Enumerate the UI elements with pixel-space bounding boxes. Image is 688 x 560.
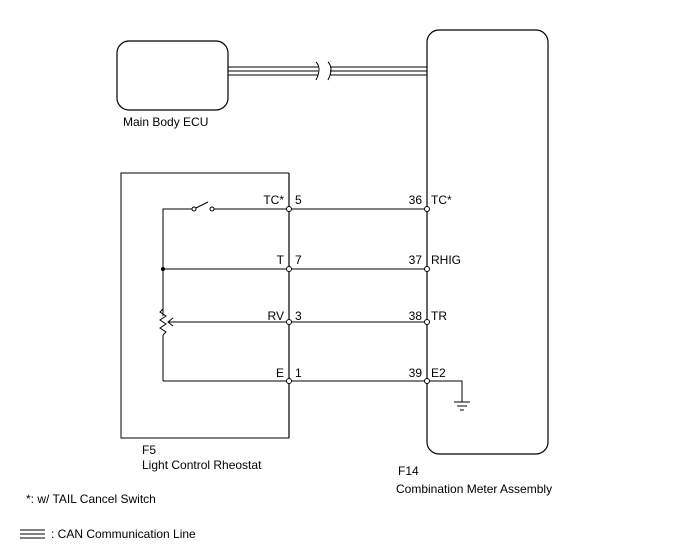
pin-number: 36 — [409, 193, 423, 207]
pin-number: 1 — [295, 366, 302, 380]
pin-terminal — [424, 206, 430, 212]
pin-number: 7 — [295, 253, 302, 267]
can-line-legend-icon — [20, 529, 45, 539]
pin-terminal — [424, 319, 430, 325]
pin-terminal — [286, 319, 292, 325]
pin-terminal — [286, 206, 292, 212]
legend-label: : CAN Communication Line — [51, 527, 196, 541]
harness-wires — [291, 208, 425, 382]
light-control-rheostat: F5 Light Control Rheostat — [120, 172, 290, 472]
pin-name: RV — [268, 309, 284, 323]
meter-connector-label: F14 — [398, 464, 419, 478]
pin-terminal — [286, 266, 292, 272]
pin-name: T — [277, 253, 285, 267]
pin-name: E2 — [431, 366, 446, 380]
rheostat-label: Light Control Rheostat — [142, 458, 262, 472]
pin-name: TR — [431, 309, 447, 323]
pin-number: 37 — [409, 253, 423, 267]
meter-label: Combination Meter Assembly — [396, 482, 552, 496]
switch-contact-right — [209, 206, 215, 212]
pin-name: E — [276, 366, 284, 380]
footnote: *: w/ TAIL Cancel Switch — [26, 492, 156, 506]
combination-meter: F14 Combination Meter Assembly — [396, 29, 552, 496]
resistor-icon — [159, 308, 167, 336]
pin-number: 38 — [409, 309, 423, 323]
switch-contact-left — [191, 206, 197, 212]
switch-blade — [195, 201, 209, 209]
pin-name: RHIG — [431, 253, 461, 267]
junction-dot — [161, 267, 165, 271]
pin-name: TC* — [431, 193, 452, 207]
pin-number: 39 — [409, 366, 423, 380]
legend: : CAN Communication Line — [20, 527, 196, 541]
pin-number: 5 — [295, 193, 302, 207]
pin-terminal — [424, 378, 430, 384]
wiper-arrow-icon — [167, 317, 174, 327]
ground-icon — [429, 380, 470, 411]
pin-terminal — [286, 378, 292, 384]
rheostat-connector-label: F5 — [142, 443, 156, 457]
pin-name: TC* — [263, 193, 284, 207]
rheostat-pins: TC* 5 T 7 RV 3 E 1 — [263, 193, 302, 384]
rheostat-internal-circuit — [159, 201, 287, 382]
can-line — [228, 61, 427, 81]
main-body-ecu: Main Body ECU — [116, 40, 229, 129]
pin-terminal — [424, 266, 430, 272]
main-body-ecu-label: Main Body ECU — [123, 115, 208, 129]
meter-pins: 36 TC* 37 RHIG 38 TR 39 E2 — [409, 193, 461, 384]
pin-number: 3 — [295, 309, 302, 323]
